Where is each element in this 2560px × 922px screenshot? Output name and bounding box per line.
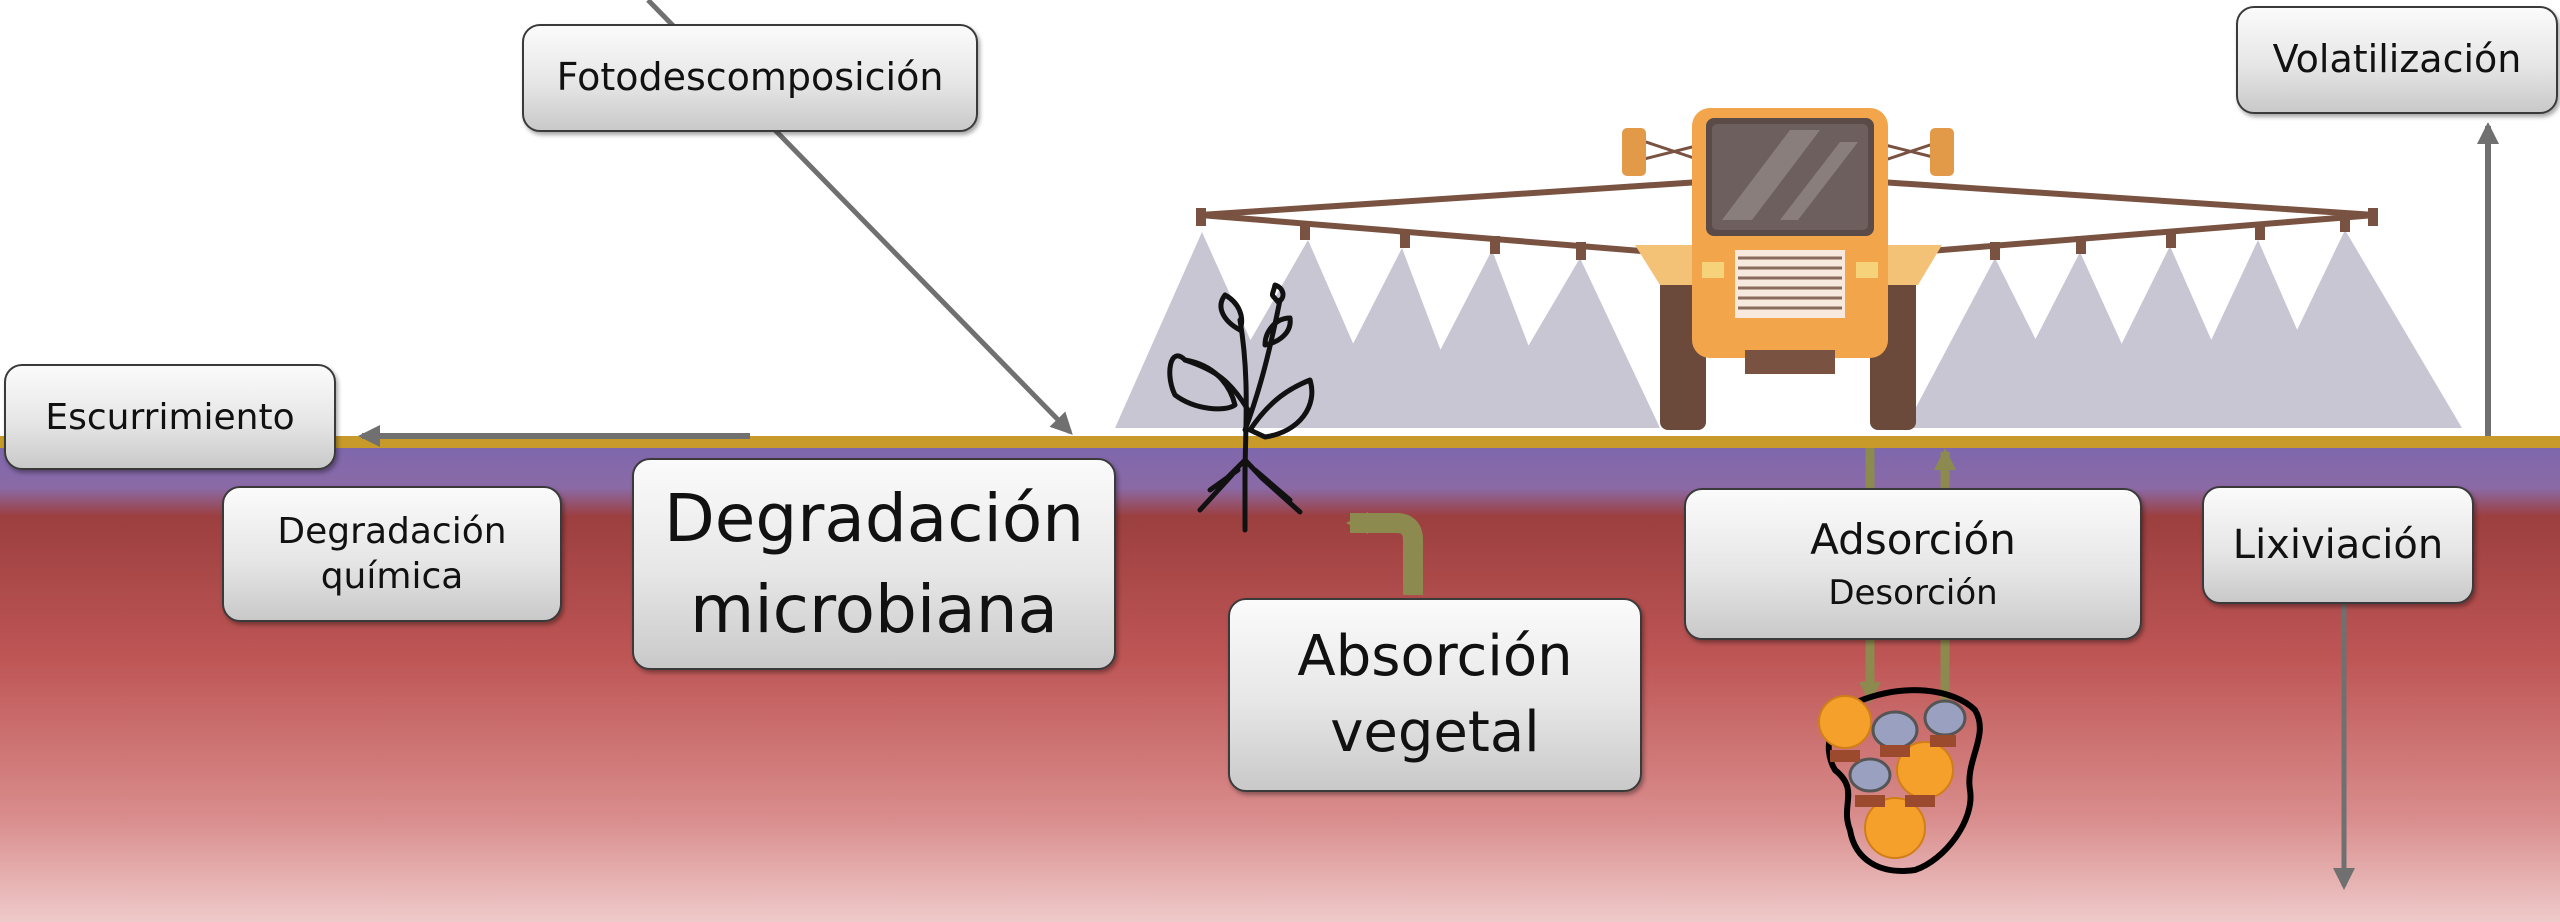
plant-seedling-icon xyxy=(1167,282,1315,533)
adsorption-desorption-box: Adsorción Desorción xyxy=(1684,488,2142,640)
microbial-degradation-label-line1: Degradación xyxy=(663,479,1085,557)
adsorption-label: Adsorción xyxy=(1810,514,2016,564)
microbial-degradation-label-line2: microbiana xyxy=(690,571,1058,648)
microbial-degradation-box: Degradación microbiana xyxy=(632,458,1116,670)
leaching-box: Lixiviación xyxy=(2202,486,2474,604)
chemical-degradation-label-line1: Degradación xyxy=(277,511,507,552)
chemical-degradation-box: Degradación química xyxy=(222,486,562,622)
photodecomposition-label: Fotodescomposición xyxy=(556,55,944,100)
plant-absorption-label-line1: Absorción xyxy=(1297,624,1573,690)
sprayer-tractor-icon xyxy=(1115,108,2462,430)
runoff-label: Escurrimiento xyxy=(45,396,295,438)
chemical-degradation-label-line2: química xyxy=(320,556,464,597)
plant-absorption-arrow xyxy=(1346,512,1423,595)
desorption-label: Desorción xyxy=(1828,573,1998,613)
runoff-box: Escurrimiento xyxy=(4,364,336,470)
volatilization-box: Volatilización xyxy=(2236,6,2558,114)
volatilization-label: Volatilización xyxy=(2272,37,2522,82)
soil-particle-cluster-icon xyxy=(1818,687,1983,874)
photodecomposition-box: Fotodescomposición xyxy=(522,24,978,132)
plant-absorption-box: Absorción vegetal xyxy=(1228,598,1642,792)
leaching-label: Lixiviación xyxy=(2232,522,2444,568)
plant-absorption-label-line2: vegetal xyxy=(1330,700,1540,765)
